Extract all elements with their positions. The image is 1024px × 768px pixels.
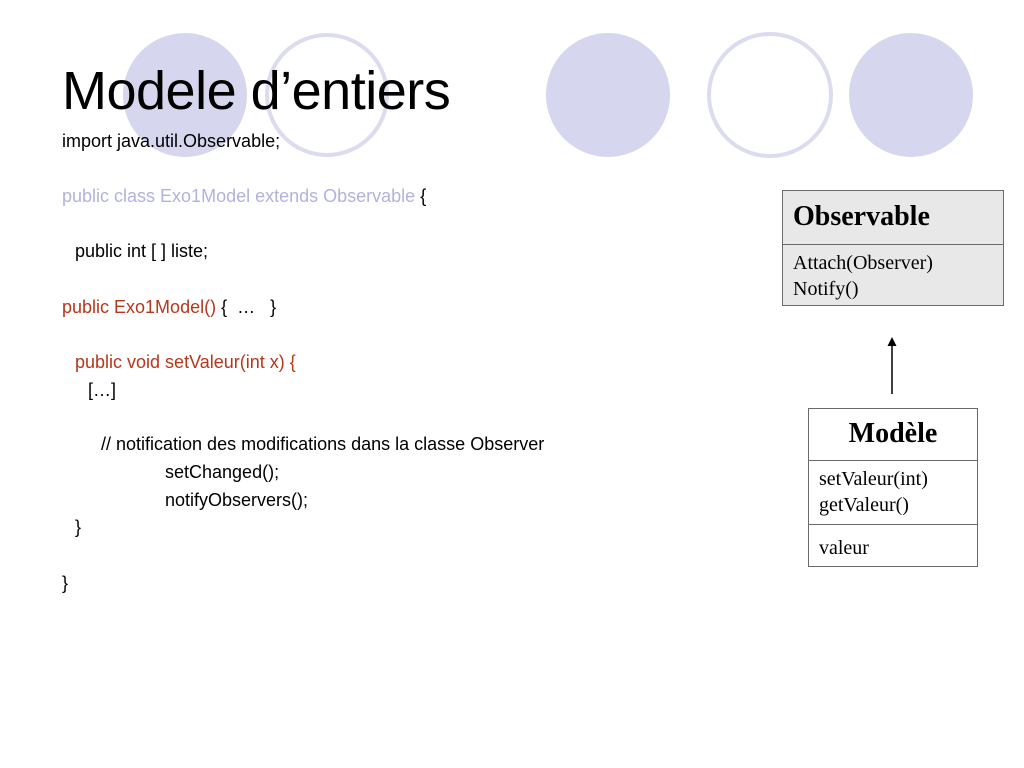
deco-circle-5	[849, 33, 973, 157]
uml-operation: Attach(Observer)	[793, 252, 933, 274]
code-class-open-brace: {	[415, 186, 427, 206]
code-ctor-body: { … }	[216, 297, 277, 317]
code-ctor-sig: public Exo1Model()	[62, 297, 217, 317]
code-comment: // notification des modifications dans l…	[101, 434, 545, 454]
inheritance-arrow	[887, 337, 897, 394]
uml-operation: setValeur(int)	[819, 468, 928, 490]
code-import-line: import java.util.Observable;	[62, 131, 281, 151]
code-class-decl: public class Exo1Model extends Observabl…	[62, 186, 416, 206]
code-method-sig: public void setValeur(int x) {	[75, 352, 296, 372]
deco-circle-3	[546, 33, 670, 157]
code-method-close: }	[75, 517, 82, 537]
uml-class-modele: Modèle setValeur(int) getValeur() valeur	[808, 408, 978, 567]
uml-class-name: Observable	[793, 201, 930, 232]
slide-title: Modele d’entiers	[62, 61, 451, 121]
uml-class-observable: Observable Attach(Observer) Notify()	[782, 190, 1004, 306]
uml-attribute: valeur	[819, 537, 869, 559]
decorative-circles	[123, 32, 973, 158]
deco-circle-1	[123, 33, 247, 157]
uml-operations: Attach(Observer) Notify()	[783, 244, 1003, 305]
uml-operation: Notify()	[793, 278, 859, 300]
code-field-line: public int [ ] liste;	[75, 241, 209, 261]
uml-attributes: valeur	[809, 524, 977, 566]
code-notify-observers: notifyObservers();	[165, 490, 309, 510]
uml-operations: setValeur(int) getValeur()	[809, 460, 977, 524]
code-ctor-line: public Exo1Model() { … }	[62, 294, 276, 320]
code-method-body: […]	[88, 380, 117, 400]
code-class-line: public class Exo1Model extends Observabl…	[62, 183, 426, 209]
deco-circle-4	[707, 32, 833, 158]
arrow-head	[887, 337, 897, 346]
deco-circle-2	[265, 33, 389, 157]
code-class-close: }	[62, 573, 69, 593]
uml-operation: getValeur()	[819, 494, 909, 516]
uml-class-name: Modèle	[848, 418, 938, 449]
code-set-changed: setChanged();	[165, 462, 280, 482]
